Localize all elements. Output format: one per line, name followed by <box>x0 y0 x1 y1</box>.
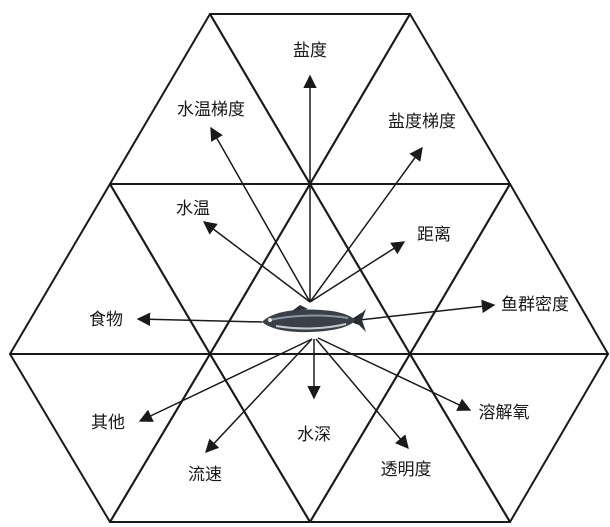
label-flow-speed: 流速 <box>188 465 222 485</box>
arrow-flow-speed <box>205 338 313 453</box>
label-school-density: 鱼群密度 <box>501 295 569 315</box>
label-water-temp-gradient: 水温梯度 <box>177 100 245 120</box>
label-distance: 距离 <box>417 225 451 245</box>
label-water-depth: 水深 <box>297 425 331 445</box>
factor-labels: 盐度 水温梯度 盐度梯度 水温 距离 食物 鱼群密度 其他 溶解氧 水深 流速 … <box>89 41 569 485</box>
arrow-water-temp-gradient <box>210 126 311 303</box>
arrow-dissolved-oxygen <box>317 337 472 411</box>
label-other: 其他 <box>91 413 125 433</box>
triangle-mid-far-right <box>409 183 609 355</box>
influence-arrows <box>136 74 496 453</box>
arrow-salinity-gradient <box>309 146 423 303</box>
arrow-water-temp <box>202 221 311 303</box>
triangle-grid <box>9 13 609 523</box>
label-food: 食物 <box>89 310 123 330</box>
label-salinity: 盐度 <box>293 41 327 61</box>
arrow-other <box>138 338 313 422</box>
label-dissolved-oxygen: 溶解氧 <box>479 403 530 423</box>
triangle-mid-right <box>309 183 511 355</box>
arrow-distance <box>309 241 406 303</box>
arrow-food <box>136 312 263 327</box>
label-water-temp: 水温 <box>176 199 210 219</box>
triangle-top-left <box>109 13 311 185</box>
label-transparency: 透明度 <box>381 460 432 480</box>
triangle-bottom-right <box>309 353 511 523</box>
triangle-bottom-far-left <box>9 353 211 523</box>
triangle-bottom-far-right <box>409 353 609 523</box>
arrow-transparency <box>315 338 409 450</box>
fish-icon <box>262 305 366 333</box>
arrow-school-density <box>348 299 496 327</box>
triangle-bottom-left <box>109 353 311 523</box>
label-salinity-gradient: 盐度梯度 <box>388 112 456 132</box>
triangle-top-right <box>309 13 511 185</box>
